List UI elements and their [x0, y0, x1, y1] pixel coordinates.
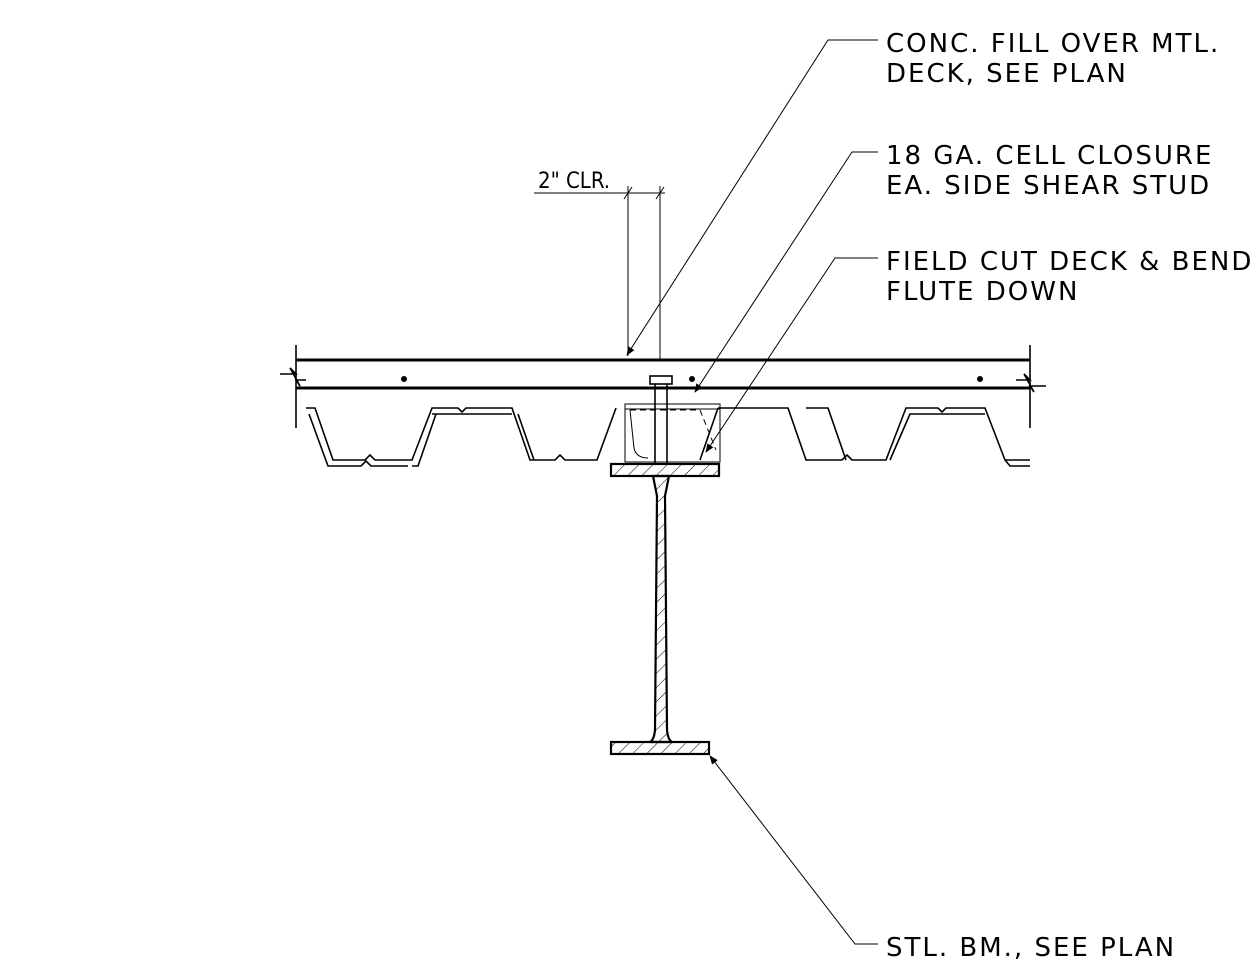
- clear-dimension: 2" CLR.: [534, 169, 665, 360]
- note-cell-closure-line1: 18 GA. CELL CLOSURE: [886, 141, 1213, 171]
- shear-stud: [649, 375, 673, 464]
- note-field-cut-line2: FLUTE DOWN: [886, 277, 1079, 307]
- metal-deck-profile: [306, 407, 1030, 467]
- leader-cell-closure: 18 GA. CELL CLOSURE EA. SIDE SHEAR STUD: [694, 141, 1213, 393]
- leader-conc-fill: CONC. FILL OVER MTL. DECK, SEE PLAN: [626, 29, 1220, 356]
- note-conc-fill-line2: DECK, SEE PLAN: [886, 59, 1128, 89]
- note-steel-beam: STL. BM., SEE PLAN: [886, 933, 1176, 963]
- note-cell-closure-line2: EA. SIDE SHEAR STUD: [886, 171, 1211, 201]
- concrete-slab: [280, 345, 1046, 428]
- leader-steel-beam: STL. BM., SEE PLAN: [709, 755, 1176, 963]
- dimension-label: 2" CLR.: [538, 169, 610, 194]
- note-conc-fill-line1: CONC. FILL OVER MTL.: [886, 29, 1220, 59]
- cell-closure: [624, 403, 721, 463]
- leader-field-cut: FIELD CUT DECK & BEND FLUTE DOWN: [705, 247, 1251, 453]
- note-field-cut-line1: FIELD CUT DECK & BEND: [886, 247, 1251, 277]
- steel-beam: [609, 462, 721, 756]
